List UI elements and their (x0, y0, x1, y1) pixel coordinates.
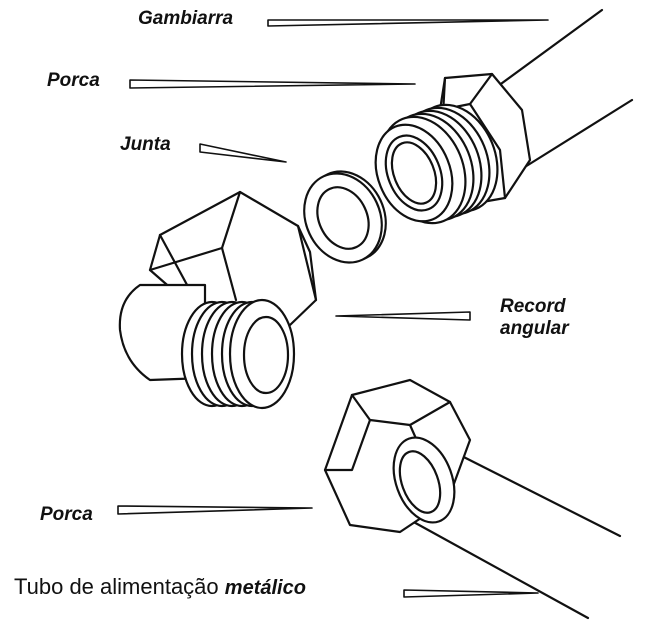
label-record-line2: angular (500, 317, 569, 339)
label-record-angular: Record angular (500, 296, 610, 340)
elbow-thread (180, 298, 296, 410)
top-thread (374, 103, 499, 225)
top-nut (374, 72, 532, 225)
label-junta: Junta (120, 134, 171, 155)
gasket-ring (303, 170, 387, 264)
arrow-record (335, 311, 471, 321)
arrow-junta (199, 143, 287, 163)
label-record-line1: Record (500, 296, 566, 317)
label-porca-top: Porca (47, 70, 100, 91)
elbow-fitting (118, 190, 318, 410)
label-tubo-alimentacao: Tubo de alimentação metálico (14, 574, 306, 600)
arrow-porca-top (129, 79, 416, 89)
label-tubo-metalico: metálico (224, 577, 306, 599)
label-gambiarra: Gambiarra (138, 8, 234, 29)
label-porca-bottom: Porca (40, 504, 93, 525)
arrow-gambiarra (267, 19, 549, 27)
bottom-nut (323, 378, 622, 620)
arrow-tubo (403, 589, 539, 598)
leader-arrows (117, 19, 549, 598)
label-tubo-prefix: Tubo de alimentação (14, 574, 219, 599)
arrow-porca-bottom (117, 505, 313, 515)
